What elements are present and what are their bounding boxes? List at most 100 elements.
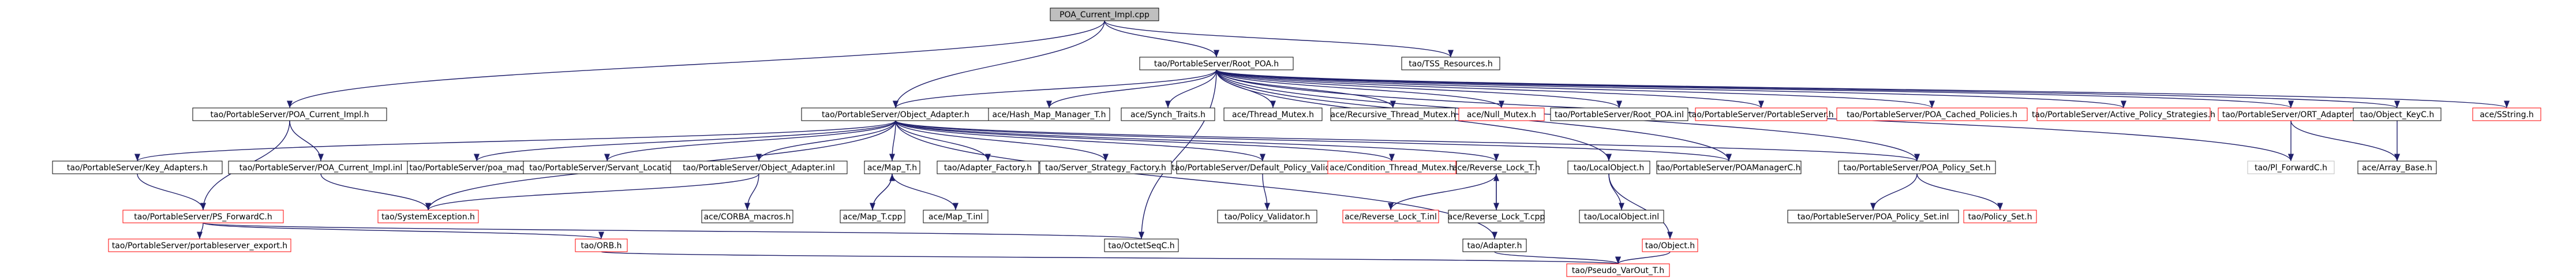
file-node[interactable]: tao/PortableServer/Servant_Location.h — [523, 160, 691, 174]
file-node-box[interactable] — [1458, 107, 1545, 121]
file-node[interactable]: tao/PortableServer/poa_macros.h — [407, 160, 546, 174]
file-node[interactable]: ace/Map_T.h — [864, 160, 920, 174]
file-node[interactable]: tao/Pl_ForwardC.h — [2247, 160, 2335, 174]
file-node-box[interactable] — [1401, 57, 1500, 70]
file-node-box[interactable] — [1330, 107, 1456, 121]
file-node[interactable]: tao/PortableServer/Key_Adapters.h — [52, 160, 223, 174]
file-node[interactable]: ace/Thread_Mutex.h — [1223, 107, 1323, 121]
file-node[interactable]: tao/PortableServer/PS_ForwardC.h — [122, 210, 284, 223]
include-edge — [872, 173, 896, 211]
file-node-box[interactable] — [1050, 8, 1159, 21]
file-node-box[interactable] — [1838, 160, 1996, 174]
file-node[interactable]: tao/Adapter.h — [1462, 238, 1527, 252]
file-node[interactable]: ace/Null_Mutex.h — [1458, 107, 1545, 121]
file-node-box[interactable] — [122, 210, 284, 223]
file-node-box[interactable] — [1104, 238, 1179, 252]
file-node-box[interactable] — [1836, 107, 2028, 121]
file-node-box[interactable] — [1550, 107, 1688, 121]
file-node-box[interactable] — [1456, 160, 1537, 174]
file-node[interactable]: tao/Server_Strategy_Factory.h — [1039, 160, 1172, 174]
file-node[interactable]: tao/LocalObject.inl — [1579, 210, 1664, 223]
file-node[interactable]: tao/PortableServer/POA_Current_Impl.h — [192, 107, 387, 121]
file-node-box[interactable] — [1656, 160, 1802, 174]
file-node[interactable]: tao/PortableServer/Active_Policy_Strateg… — [2032, 107, 2215, 121]
file-node-box[interactable] — [701, 210, 793, 223]
file-node[interactable]: ace/Map_T.cpp — [840, 210, 905, 223]
file-node[interactable]: ace/SString.h — [2472, 107, 2541, 121]
file-node[interactable]: ace/Synch_Traits.h — [1121, 107, 1215, 121]
file-node-box[interactable] — [923, 210, 989, 223]
file-node[interactable]: tao/ORB.h — [575, 238, 628, 252]
file-node[interactable]: tao/PortableServer/Default_Policy_Valida… — [1171, 160, 1354, 174]
file-node[interactable]: tao/PortableServer/PortableServer.h — [1688, 107, 1834, 121]
file-node-box[interactable] — [670, 160, 848, 174]
file-node[interactable]: tao/PortableServer/portableserver_export… — [108, 238, 291, 252]
file-node-box[interactable] — [1342, 210, 1439, 223]
file-node-box[interactable] — [1448, 210, 1545, 223]
file-node-box[interactable] — [1217, 210, 1317, 223]
file-node-box[interactable] — [1121, 107, 1215, 121]
file-node-box[interactable] — [1327, 160, 1457, 174]
file-node-box[interactable] — [1579, 210, 1664, 223]
file-node[interactable]: tao/Policy_Validator.h — [1217, 210, 1317, 223]
file-node-box[interactable] — [988, 107, 1110, 121]
file-node-box[interactable] — [2357, 160, 2437, 174]
file-node-box[interactable] — [1039, 160, 1172, 174]
file-node-box[interactable] — [2036, 107, 2211, 121]
file-node[interactable]: tao/PortableServer/ORT_Adapter.h — [2218, 107, 2364, 121]
file-node[interactable]: tao/Policy_Set.h — [1963, 210, 2037, 223]
file-node[interactable]: POA_Current_Impl.cpp — [1050, 8, 1159, 21]
file-node[interactable]: tao/Adapter_Factory.h — [937, 160, 1039, 174]
file-node-box[interactable] — [1642, 238, 1698, 252]
include-edge — [895, 120, 1499, 162]
file-node[interactable]: tao/PortableServer/Root_POA.h — [1139, 57, 1294, 70]
file-node-box[interactable] — [1787, 210, 1959, 223]
file-node[interactable]: ace/Array_Base.h — [2357, 160, 2437, 174]
file-node[interactable]: ace/CORBA_macros.h — [701, 210, 793, 223]
file-node[interactable]: tao/PortableServer/POA_Cached_Policies.h — [1836, 107, 2028, 121]
file-node-box[interactable] — [1223, 107, 1323, 121]
file-node[interactable]: tao/PortableServer/POA_Current_Impl.inl — [228, 160, 414, 174]
include-edge — [1916, 173, 2003, 211]
file-node-box[interactable] — [1139, 57, 1294, 70]
file-node[interactable]: tao/Object.h — [1642, 238, 1698, 252]
file-node[interactable]: ace/Reverse_Lock_T.cpp — [1448, 210, 1545, 223]
file-node[interactable]: tao/PortableServer/Root_POA.inl — [1550, 107, 1688, 121]
file-node[interactable]: tao/PortableServer/POA_Policy_Set.inl — [1787, 210, 1959, 223]
file-node[interactable]: tao/LocalObject.h — [1567, 160, 1650, 174]
include-edge — [287, 20, 1105, 109]
file-node-box[interactable] — [864, 160, 920, 174]
file-node-box[interactable] — [2353, 107, 2442, 121]
file-node[interactable]: tao/PortableServer/POA_Policy_Set.h — [1838, 160, 1996, 174]
file-node-box[interactable] — [377, 210, 479, 223]
file-node[interactable]: ace/Reverse_Lock_T.inl — [1342, 210, 1439, 223]
file-node[interactable]: ace/Recursive_Thread_Mutex.h — [1330, 107, 1456, 121]
file-node-box[interactable] — [1462, 238, 1527, 252]
file-node-box[interactable] — [1963, 210, 2037, 223]
file-node-box[interactable] — [1695, 107, 1828, 121]
file-node[interactable]: tao/SystemException.h — [377, 210, 479, 223]
file-node[interactable]: tao/PortableServer/POAManagerC.h — [1656, 160, 1802, 174]
file-node[interactable]: tao/PortableServer/Object_Adapter.inl — [670, 160, 848, 174]
file-node-box[interactable] — [108, 238, 291, 252]
file-node-box[interactable] — [2472, 107, 2541, 121]
file-node[interactable]: ace/Condition_Thread_Mutex.h — [1327, 160, 1457, 174]
file-node[interactable]: tao/Pseudo_VarOut_T.h — [1566, 263, 1670, 277]
file-node-box[interactable] — [2247, 160, 2335, 174]
include-edge — [1216, 69, 2400, 109]
file-node-box[interactable] — [52, 160, 223, 174]
file-node-box[interactable] — [192, 107, 387, 121]
file-node-box[interactable] — [937, 160, 1039, 174]
file-node[interactable]: ace/Map_T.inl — [923, 210, 989, 223]
file-node-box[interactable] — [1566, 263, 1670, 277]
file-node[interactable]: tao/TSS_Resources.h — [1401, 57, 1500, 70]
file-node[interactable]: tao/PortableServer/Object_Adapter.h — [801, 107, 990, 121]
file-node[interactable]: tao/Object_KeyC.h — [2353, 107, 2442, 121]
file-node-box[interactable] — [575, 238, 628, 252]
file-node[interactable]: tao/OctetSeqC.h — [1104, 238, 1179, 252]
file-node-box[interactable] — [840, 210, 905, 223]
file-node[interactable]: ace/Hash_Map_Manager_T.h — [988, 107, 1110, 121]
file-node-box[interactable] — [1567, 160, 1650, 174]
file-node-label: tao/PortableServer/POA_Policy_Set.h — [1843, 163, 1990, 173]
file-node[interactable]: ace/Reverse_Lock_T.h — [1452, 160, 1540, 174]
